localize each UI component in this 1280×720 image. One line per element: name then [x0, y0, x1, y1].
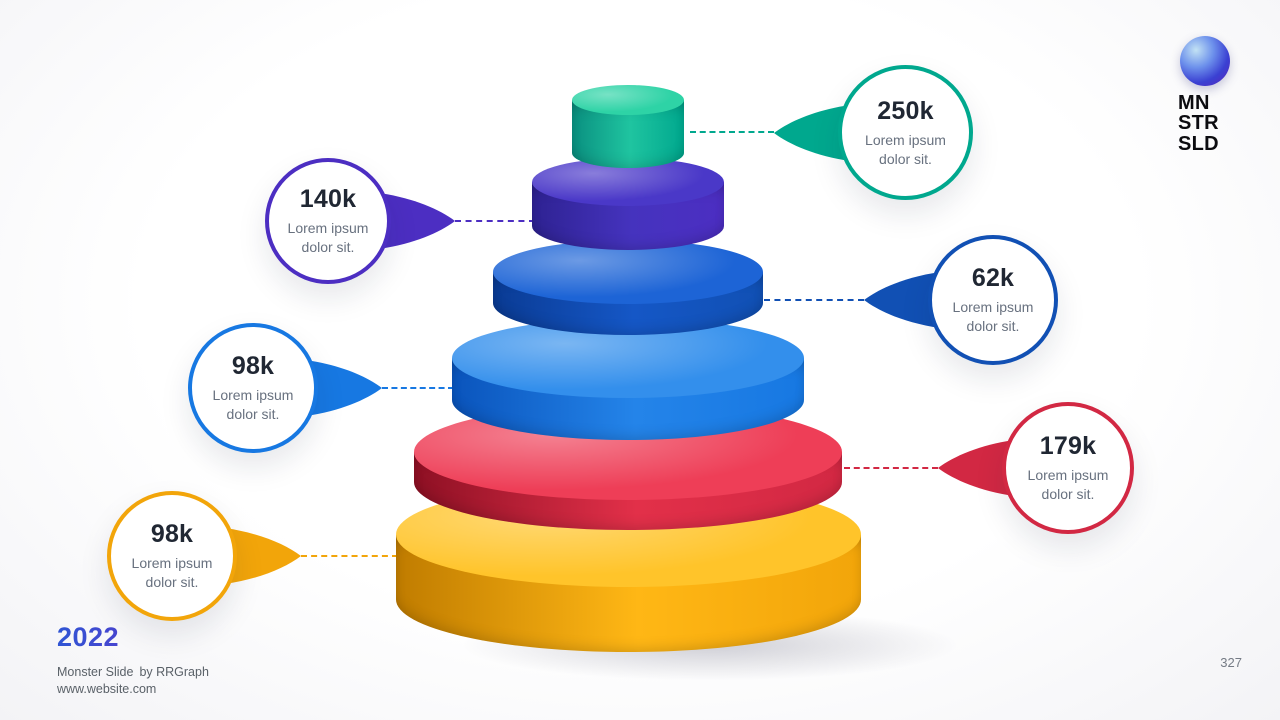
callout-description: Lorem ipsum dolor sit. [952, 299, 1034, 334]
year-label: 2022 [57, 622, 209, 653]
callout-pointer-icon [225, 528, 301, 584]
pyramid-level-top [572, 85, 684, 115]
pyramid-level-top [532, 158, 724, 206]
connector-line [382, 387, 454, 389]
connector-line [764, 299, 864, 301]
connector-line [455, 220, 535, 222]
callout-value: 98k [231, 352, 275, 381]
callout-circle: 140k Lorem ipsum dolor sit. [265, 158, 391, 284]
connector-line [844, 467, 938, 469]
callout-circle: 62k Lorem ipsum dolor sit. [928, 235, 1058, 365]
callout-pointer-icon [774, 104, 850, 161]
credit-author: by RRGraph [139, 665, 209, 679]
callout-179k: 179k Lorem ipsum dolor sit. [936, 402, 1134, 534]
callout-description: Lorem ipsum dolor sit. [287, 220, 369, 255]
callout-description: Lorem ipsum dolor sit. [1027, 467, 1109, 502]
callout-circle: 98k Lorem ipsum dolor sit. [107, 491, 237, 621]
callout-circle: 250k Lorem ipsum dolor sit. [838, 65, 973, 200]
connector-line [301, 555, 398, 557]
callout-98k-yellow: 98k Lorem ipsum dolor sit. [107, 491, 303, 621]
callout-value: 62k [971, 264, 1015, 293]
callout-description: Lorem ipsum dolor sit. [131, 555, 213, 590]
callout-98k-blue: 98k Lorem ipsum dolor sit. [188, 323, 384, 453]
footer: 2022 Monster Slide by RRGraph www.website… [57, 622, 209, 696]
callout-value: 140k [299, 185, 357, 214]
callout-140k: 140k Lorem ipsum dolor sit. [265, 158, 457, 284]
callout-62k: 62k Lorem ipsum dolor sit. [862, 235, 1058, 365]
logo-line: SLD [1178, 132, 1219, 155]
logo-sphere-icon [1180, 36, 1230, 86]
callout-pointer-icon [938, 440, 1014, 496]
callout-circle: 98k Lorem ipsum dolor sit. [188, 323, 318, 453]
pyramid-level-4 [493, 240, 763, 335]
callout-value: 250k [877, 96, 934, 125]
callout-description: Lorem ipsum dolor sit. [212, 387, 294, 422]
connector-line [690, 131, 774, 133]
callout-pointer-icon [864, 272, 940, 328]
logo-line: STR [1178, 112, 1219, 135]
pyramid-level-top [452, 318, 804, 398]
pyramid-level-3 [452, 318, 804, 440]
callout-description: Lorem ipsum dolor sit. [865, 131, 946, 167]
logo-text: MN STR SLD [1178, 92, 1234, 155]
callout-value: 98k [150, 520, 194, 549]
pyramid-level-5 [532, 158, 724, 250]
credit-line: Monster Slide by RRGraph [57, 665, 209, 679]
callout-pointer-icon [379, 193, 455, 249]
callout-250k: 250k Lorem ipsum dolor sit. [772, 65, 973, 200]
logo-line: MN [1178, 92, 1210, 114]
callout-pointer-icon [306, 360, 382, 416]
page-number: 327 [1220, 655, 1242, 670]
pyramid-level-top [493, 240, 763, 304]
logo: MN STR SLD [1178, 36, 1234, 154]
callout-circle: 179k Lorem ipsum dolor sit. [1002, 402, 1134, 534]
credit-product: Monster Slide [57, 665, 134, 679]
website-url: www.website.com [57, 682, 157, 696]
pyramid-level-6 [572, 85, 684, 168]
callout-value: 179k [1039, 432, 1097, 461]
